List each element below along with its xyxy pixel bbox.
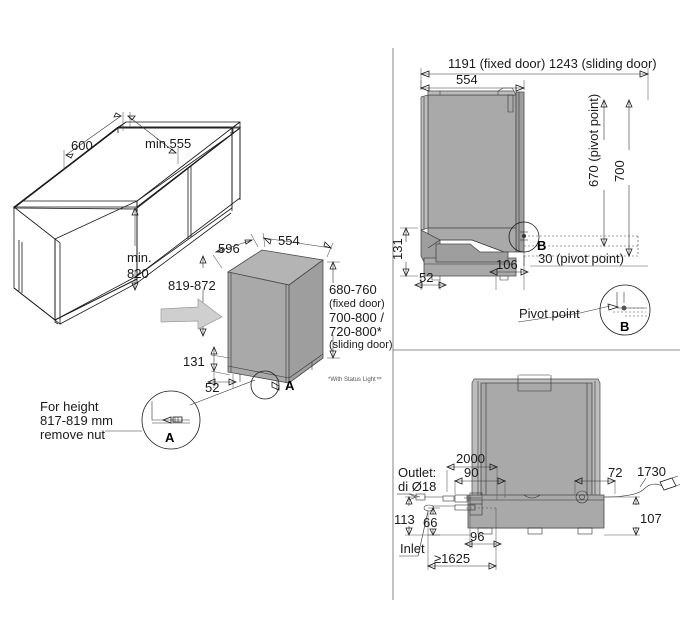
dim-670-pivot: 670 (pivot point) [586, 94, 608, 248]
outlet-label-line-1: Outlet: [398, 465, 436, 480]
detail-a-note-line-3: remove nut [40, 427, 105, 442]
detail-circle-b-side: B 30 (pivot point) [508, 221, 648, 267]
dim-96-label: 96 [470, 529, 484, 544]
height-note-line-2: (fixed door) [329, 298, 385, 310]
dim-1730-label: 1730 [637, 464, 666, 479]
dim-819-872-label: 819-872 [168, 278, 216, 293]
dim-side-554: 554 [419, 72, 526, 92]
dim-min555: min.555 [127, 112, 191, 164]
detail-b-callout: Pivot point B [517, 284, 651, 336]
dim-1625-label: ≥1625 [434, 551, 470, 566]
dim-819-872: 819-872 [168, 254, 216, 338]
dim-52-iso-label: 52 [205, 380, 219, 395]
appliance-isometric [226, 249, 325, 391]
dim-554-iso-label: 554 [278, 233, 300, 248]
inlet-label: Inlet [400, 541, 425, 556]
dim-90: 90 [453, 465, 507, 498]
status-light-footnote: *With Status Light™ [328, 376, 382, 383]
dim-554: 554 [262, 232, 334, 258]
dim-72: 72 [573, 465, 622, 494]
dim-52: 52 [205, 371, 238, 395]
detail-b-circle-label: B [620, 319, 629, 334]
detail-a-callout: A For height 817-819 mm remove nut [40, 379, 256, 450]
dim-min820-label-2: 820 [127, 266, 149, 281]
dim-670-pivot-label: 670 (pivot point) [586, 94, 601, 187]
dim-600-label: 600 [71, 138, 93, 153]
dim-side-131-label: 131 [390, 238, 405, 260]
detail-b-pivot-text: Pivot point [519, 306, 580, 321]
dim-131-iso-label: 131 [183, 354, 205, 369]
dim-700-label: 700 [612, 160, 627, 182]
detail-b-side-label: B [537, 238, 546, 253]
dim-side-106-label: 106 [496, 257, 518, 272]
dim-66: 66 [423, 507, 440, 536]
insert-direction-arrow [160, 298, 223, 330]
dim-72-label: 72 [608, 465, 622, 480]
dim-1625: ≥1625 [426, 511, 498, 570]
dim-side-overall: 1191 (fixed door) 1243 (sliding door) [419, 56, 657, 100]
outlet-label-line-2: di Ø18 [398, 479, 436, 494]
dim-596-label: 596 [218, 241, 240, 256]
dim-side-554-label: 554 [456, 72, 478, 87]
dim-1730: 1730 [637, 464, 666, 488]
dim-side-131: 131 [390, 226, 418, 278]
dim-107-label: 107 [640, 511, 662, 526]
dim-min820-label-1: min. [127, 250, 152, 265]
panel-dividers [392, 48, 680, 600]
side-view-appliance [420, 87, 640, 281]
height-note-line-5: (sliding door) [329, 339, 393, 351]
dim-107: 107 [604, 495, 662, 537]
height-range-note: 680-760 (fixed door) 700-800 / 720-800* … [327, 260, 393, 360]
detail-a-note-line-2: 817-819 mm [40, 413, 113, 428]
dim-113-label: 113 [394, 512, 415, 527]
height-note-line-3: 700-800 / [329, 310, 384, 325]
dim-side-52-label: 52 [419, 270, 433, 285]
dim-30-pivot-label: 30 (pivot point) [538, 251, 624, 266]
dim-side-52: 52 [413, 270, 448, 290]
dim-min555-label: min.555 [145, 136, 191, 151]
dim-600: 600 [63, 112, 124, 170]
dim-90-label: 90 [464, 465, 478, 480]
dim-700: 700 [612, 98, 633, 258]
rear-view-appliance [408, 374, 680, 535]
height-note-line-1: 680-760 [329, 282, 377, 297]
dim-2000: 2000 [445, 451, 499, 500]
dim-min820: min. 820 [127, 206, 152, 292]
cabinet-isometric [12, 121, 242, 325]
height-note-line-4: 720-800* [329, 324, 382, 339]
dim-2000-label: 2000 [456, 451, 485, 466]
dim-overall-door-label: 1191 (fixed door) 1243 (sliding door) [448, 56, 657, 71]
inlet-label-group: Inlet [399, 510, 429, 557]
dim-96: 96 [463, 508, 503, 548]
detail-a-circle-label: A [165, 430, 175, 445]
outlet-label-group: Outlet: di Ø18 [397, 465, 436, 498]
detail-a-note-line-1: For height [40, 399, 99, 414]
detail-a-label: A [285, 378, 295, 393]
detail-circle-a: A [250, 370, 295, 400]
dim-596: 596 [212, 233, 259, 269]
dim-131: 131 [183, 345, 231, 376]
dim-66-label: 66 [423, 515, 437, 530]
